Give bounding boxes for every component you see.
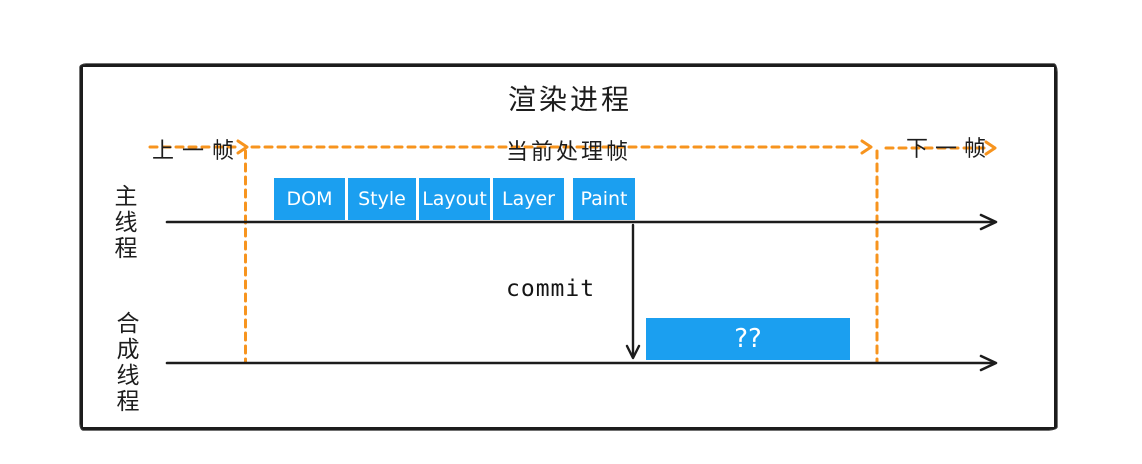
next-frame-label: 下一帧 [906, 137, 994, 162]
stage-box-layer: Layer [493, 178, 564, 220]
diagram-title: 渲染进程 [507, 83, 632, 116]
compositor-thread-label: 合成线程 [112, 311, 138, 415]
stage-box-layout: Layout [419, 178, 490, 220]
compositor-task-box: ?? [646, 318, 850, 360]
stage-box-style: Style [348, 178, 416, 220]
main-thread-label: 主线程 [110, 184, 136, 262]
prev-frame-label: 上一帧 [152, 139, 243, 164]
stage-box-paint: Paint [573, 178, 635, 220]
stage-box-dom: DOM [274, 178, 345, 220]
current-frame-label: 当前处理帧 [506, 140, 632, 165]
diagram-frame-border [80, 64, 1057, 430]
commit-label: commit [506, 276, 596, 302]
